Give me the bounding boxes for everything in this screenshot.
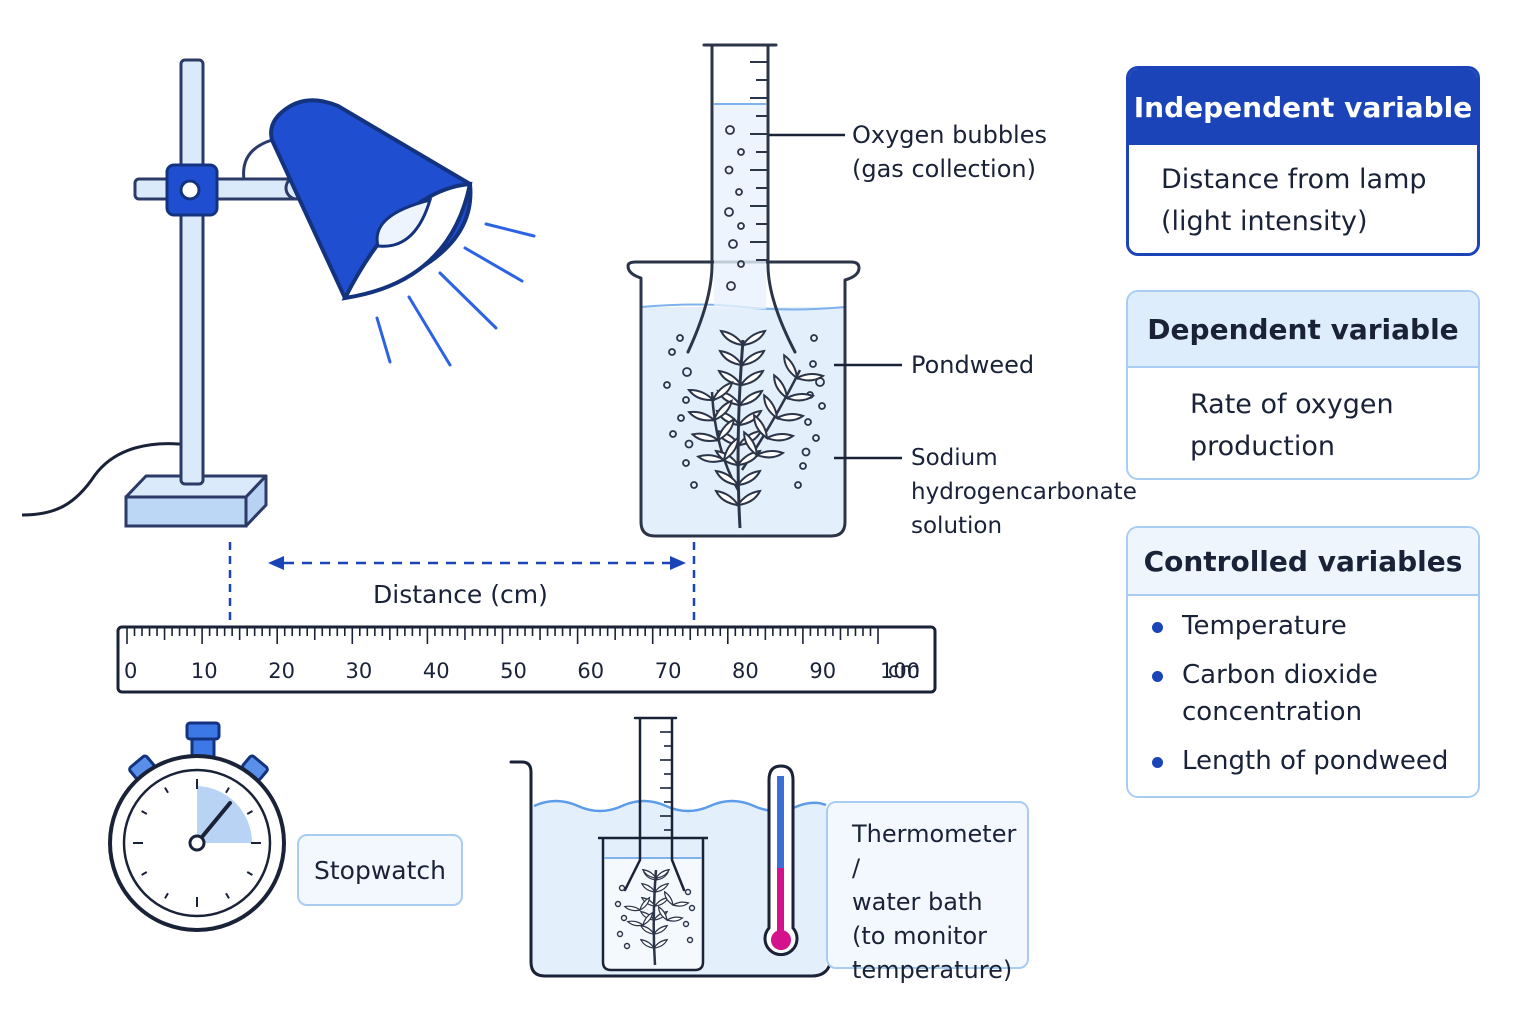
independent-variable-card: Independent variable Distance from lamp … xyxy=(1126,66,1480,256)
beaker-apparatus xyxy=(626,43,902,538)
ruler-tick-label: 90 xyxy=(809,659,836,683)
stopwatch-tick xyxy=(225,892,230,899)
ruler-tick-label: 70 xyxy=(655,659,682,683)
ruler-tick-label: 0 xyxy=(124,659,137,683)
solution-label: Sodium hydrogencarbonate solution xyxy=(911,441,1137,543)
dependent-variable-line-2: production xyxy=(1190,431,1335,462)
solution-line-2: hydrogencarbonate xyxy=(911,479,1137,505)
thermometer-line-3: (to monitor xyxy=(852,922,987,950)
dependent-variable-body: Rate of oxygen production xyxy=(1128,368,1478,468)
controlled-variable-item: Length of pondweed xyxy=(1148,743,1478,780)
stopwatch-tick xyxy=(141,810,148,815)
ruler-tick-label: 60 xyxy=(577,659,604,683)
solution-line-1: Sodium xyxy=(911,445,998,471)
pondweed-plant xyxy=(687,330,824,529)
controlled-variables-card: Controlled variables Temperature Carbon … xyxy=(1126,526,1480,798)
thermometer-line-4: temperature) xyxy=(852,956,1013,984)
independent-variable-line-1: Distance from lamp xyxy=(1161,164,1427,195)
ruler-tick-label: 20 xyxy=(268,659,295,683)
controlled-variables-title: Controlled variables xyxy=(1128,528,1478,596)
ruler-tick-label: 50 xyxy=(500,659,527,683)
water-bath-icon xyxy=(509,716,832,978)
stopwatch-tick xyxy=(225,787,230,794)
ruler-tick-label: 10 xyxy=(191,659,218,683)
independent-variable-title: Independent variable xyxy=(1129,69,1477,145)
thermometer-line-2: water bath xyxy=(852,888,983,916)
solution-line-3: solution xyxy=(911,513,1003,539)
pondweed-label: Pondweed xyxy=(911,351,1035,379)
stopwatch-tick xyxy=(246,810,253,815)
thermometer-icon xyxy=(763,764,799,957)
lamp-icon xyxy=(21,58,536,528)
stopwatch-tick xyxy=(141,871,148,876)
controlled-variables-list: Temperature Carbon dioxide concentration… xyxy=(1128,596,1478,780)
oxygen-bubbles-line-1: Oxygen bubbles xyxy=(852,121,1047,149)
ruler-tick-label: 100 xyxy=(880,659,920,683)
ruler-tick-label: 30 xyxy=(346,659,373,683)
stopwatch-icon xyxy=(108,721,286,932)
ruler: 0 10 20 30 40 50 60 70 80 90 100 cm xyxy=(116,625,937,694)
stopwatch-tick xyxy=(164,787,169,794)
ruler-unit: cm xyxy=(888,658,920,682)
oxygen-bubbles-label: Oxygen bubbles (gas collection) xyxy=(852,118,1047,186)
dependent-variable-line-1: Rate of oxygen xyxy=(1190,389,1394,420)
oxygen-bubbles-line-2: (gas collection) xyxy=(852,155,1036,183)
dependent-variable-card: Dependent variable Rate of oxygen produc… xyxy=(1126,290,1480,480)
thermometer-label: Thermometer / water bath (to monitor tem… xyxy=(826,801,1029,984)
independent-variable-line-2: (light intensity) xyxy=(1161,206,1368,237)
stopwatch-tick xyxy=(164,892,169,899)
distance-marker xyxy=(228,542,696,622)
independent-variable-body: Distance from lamp (light intensity) xyxy=(1129,145,1477,243)
stopwatch-tick xyxy=(246,871,253,876)
ruler-tick-label: 40 xyxy=(423,659,450,683)
ruler-tick-label: 80 xyxy=(732,659,759,683)
distance-label: Distance (cm) xyxy=(373,580,548,609)
controlled-variable-item: Temperature xyxy=(1148,608,1478,645)
thermometer-line-1: Thermometer / xyxy=(852,820,1017,882)
dependent-variable-title: Dependent variable xyxy=(1128,292,1478,368)
controlled-variable-item: Carbon dioxide concentration xyxy=(1148,657,1412,731)
stopwatch-label: Stopwatch xyxy=(297,834,463,906)
